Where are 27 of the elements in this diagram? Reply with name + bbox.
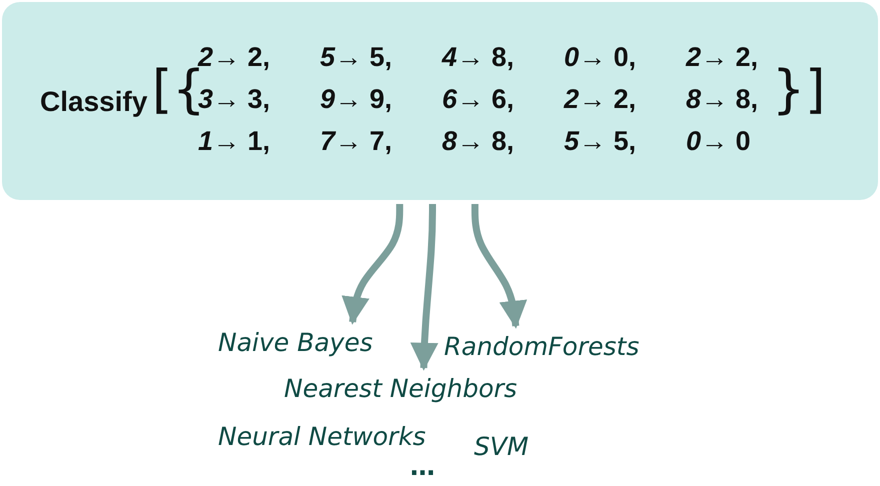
rule-text: 0→ 0 (686, 125, 751, 158)
rule-text: 4→ 8, (442, 41, 514, 74)
rule-text: 2→ 2, (564, 83, 636, 116)
curved-arrow (342, 204, 404, 325)
rule-text: 7→ 7, (320, 125, 392, 158)
algorithm-name: Neural Networks (218, 422, 426, 451)
bracket: }] (772, 64, 826, 116)
algorithm-name: Naive Bayes (218, 328, 393, 366)
algorithm-name: RandomForests (444, 332, 669, 370)
ellipsis: … (410, 452, 435, 481)
function-name: Classify (40, 86, 148, 118)
algorithm-name: Nearest Neighbors (284, 374, 546, 412)
curved-arrow (410, 204, 438, 371)
code-panel (2, 2, 878, 200)
rule-text: 8→ 8, (686, 83, 758, 116)
rule-text: 2→ 2, (198, 41, 270, 72)
rule-text: 3→ 3, (198, 84, 270, 114)
rule-text: 1→ 1, (198, 125, 270, 158)
rule-text: 5→ 5, (320, 41, 392, 74)
rule-text: 0→ 0, (564, 41, 636, 74)
rule-text: 5→ 5, (564, 125, 636, 158)
rule-text: 8→ 8, (442, 125, 514, 158)
rule-text: 9→ 9, (320, 83, 392, 116)
rule-text: 2→ 2, (686, 41, 758, 74)
rule-text: 6→ 6, (442, 83, 514, 116)
curved-arrow (471, 204, 528, 329)
algorithm-name: SVM (474, 432, 529, 461)
